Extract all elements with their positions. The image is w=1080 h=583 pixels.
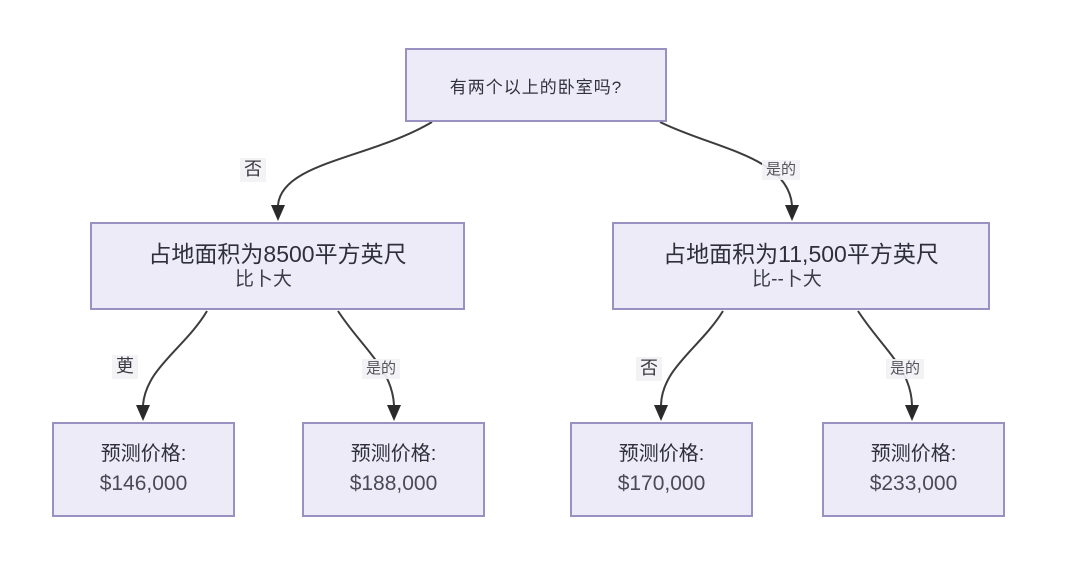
arrowhead-leaf3 [654,405,668,421]
leaf-value: $170,000 [617,471,706,495]
arrowhead-right-decision [785,205,799,221]
arrowhead-leaf2 [387,405,401,421]
edge-label-right-no: 否 [636,357,662,381]
left-decision-node: 占地面积为8500平方英尺 比卜大 [90,222,465,310]
edge-label-root-yes: 是的 [762,160,801,180]
left-decision-line2: 比卜大 [234,268,292,290]
leaf-node-146000: 预测价格: $146,000 [52,422,235,517]
leaf-value: $146,000 [99,471,188,495]
leaf-node-233000: 预测价格: $233,000 [822,422,1005,517]
edge-left-to-leaf1 [142,310,208,406]
edge-label-right-yes: 是的 [886,359,925,379]
edge-root-to-right [659,121,793,206]
leaf-value: $233,000 [869,471,958,495]
edge-label-left-yes: 是的 [362,359,401,379]
arrowhead-left-decision [271,205,285,221]
right-decision-node: 占地面积为11,500平方英尺 比--卜大 [612,222,990,310]
edge-left-to-leaf2 [337,310,395,406]
leaf-value: $188,000 [349,471,438,495]
edge-label-root-no: 否 [240,158,266,182]
edge-right-to-leaf3 [660,310,724,406]
arrowhead-leaf1 [136,405,150,421]
arrowhead-leaf4 [905,405,919,421]
root-question-text: 有两个以上的卧室吗? [449,77,623,97]
leaf-title: 预测价格: [350,442,437,465]
leaf-node-188000: 预测价格: $188,000 [302,422,485,517]
right-decision-line2: 比--卜大 [752,268,822,290]
leaf-title: 预测价格: [100,442,187,465]
left-decision-line1: 占地面积为8500平方英尺 [148,241,407,268]
root-question-node: 有两个以上的卧室吗? [405,48,667,122]
leaf-title: 预测价格: [618,442,705,465]
edge-root-to-left [277,121,433,206]
right-decision-line1: 占地面积为11,500平方英尺 [663,241,939,268]
leaf-title: 预测价格: [870,442,957,465]
edge-label-left-no: 茰 [112,355,138,379]
leaf-node-170000: 预测价格: $170,000 [570,422,753,517]
edge-right-to-leaf4 [857,310,913,406]
